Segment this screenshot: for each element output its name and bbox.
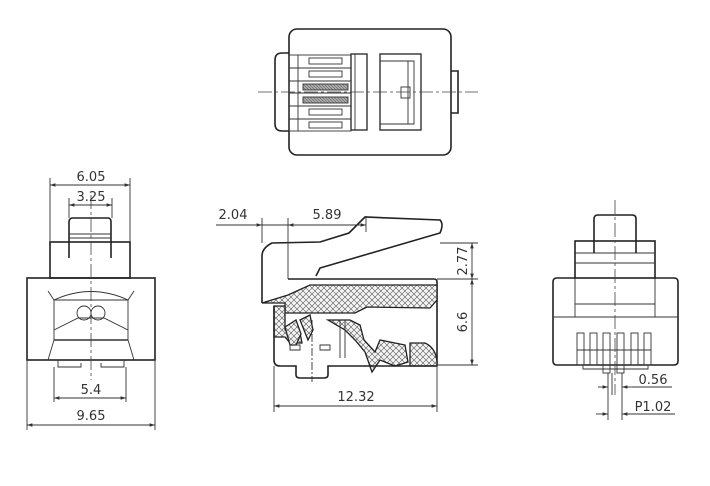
dim-12-32: 12.32 (337, 390, 374, 405)
dim-5-4: 5.4 (81, 383, 102, 398)
dim-0-56: 0.56 (639, 373, 668, 388)
side-section-view: 2.04 5.89 2.77 6.6 12.32 (216, 208, 478, 412)
dim-9-65: 9.65 (77, 409, 106, 424)
dim-5-89: 5.89 (313, 208, 342, 223)
front-view: 6.05 3.25 5.4 9.65 (26, 170, 156, 430)
dim-6-6: 6.6 (456, 312, 471, 333)
dim-6-05: 6.05 (77, 170, 106, 185)
dim-3-25: 3.25 (77, 190, 106, 205)
top-view (258, 28, 478, 156)
dim-2-77: 2.77 (456, 247, 471, 276)
contact-view: 0.56 P1.02 (552, 200, 679, 420)
dim-pitch-1-02: P1.02 (635, 400, 672, 415)
dim-2-04: 2.04 (219, 208, 248, 223)
